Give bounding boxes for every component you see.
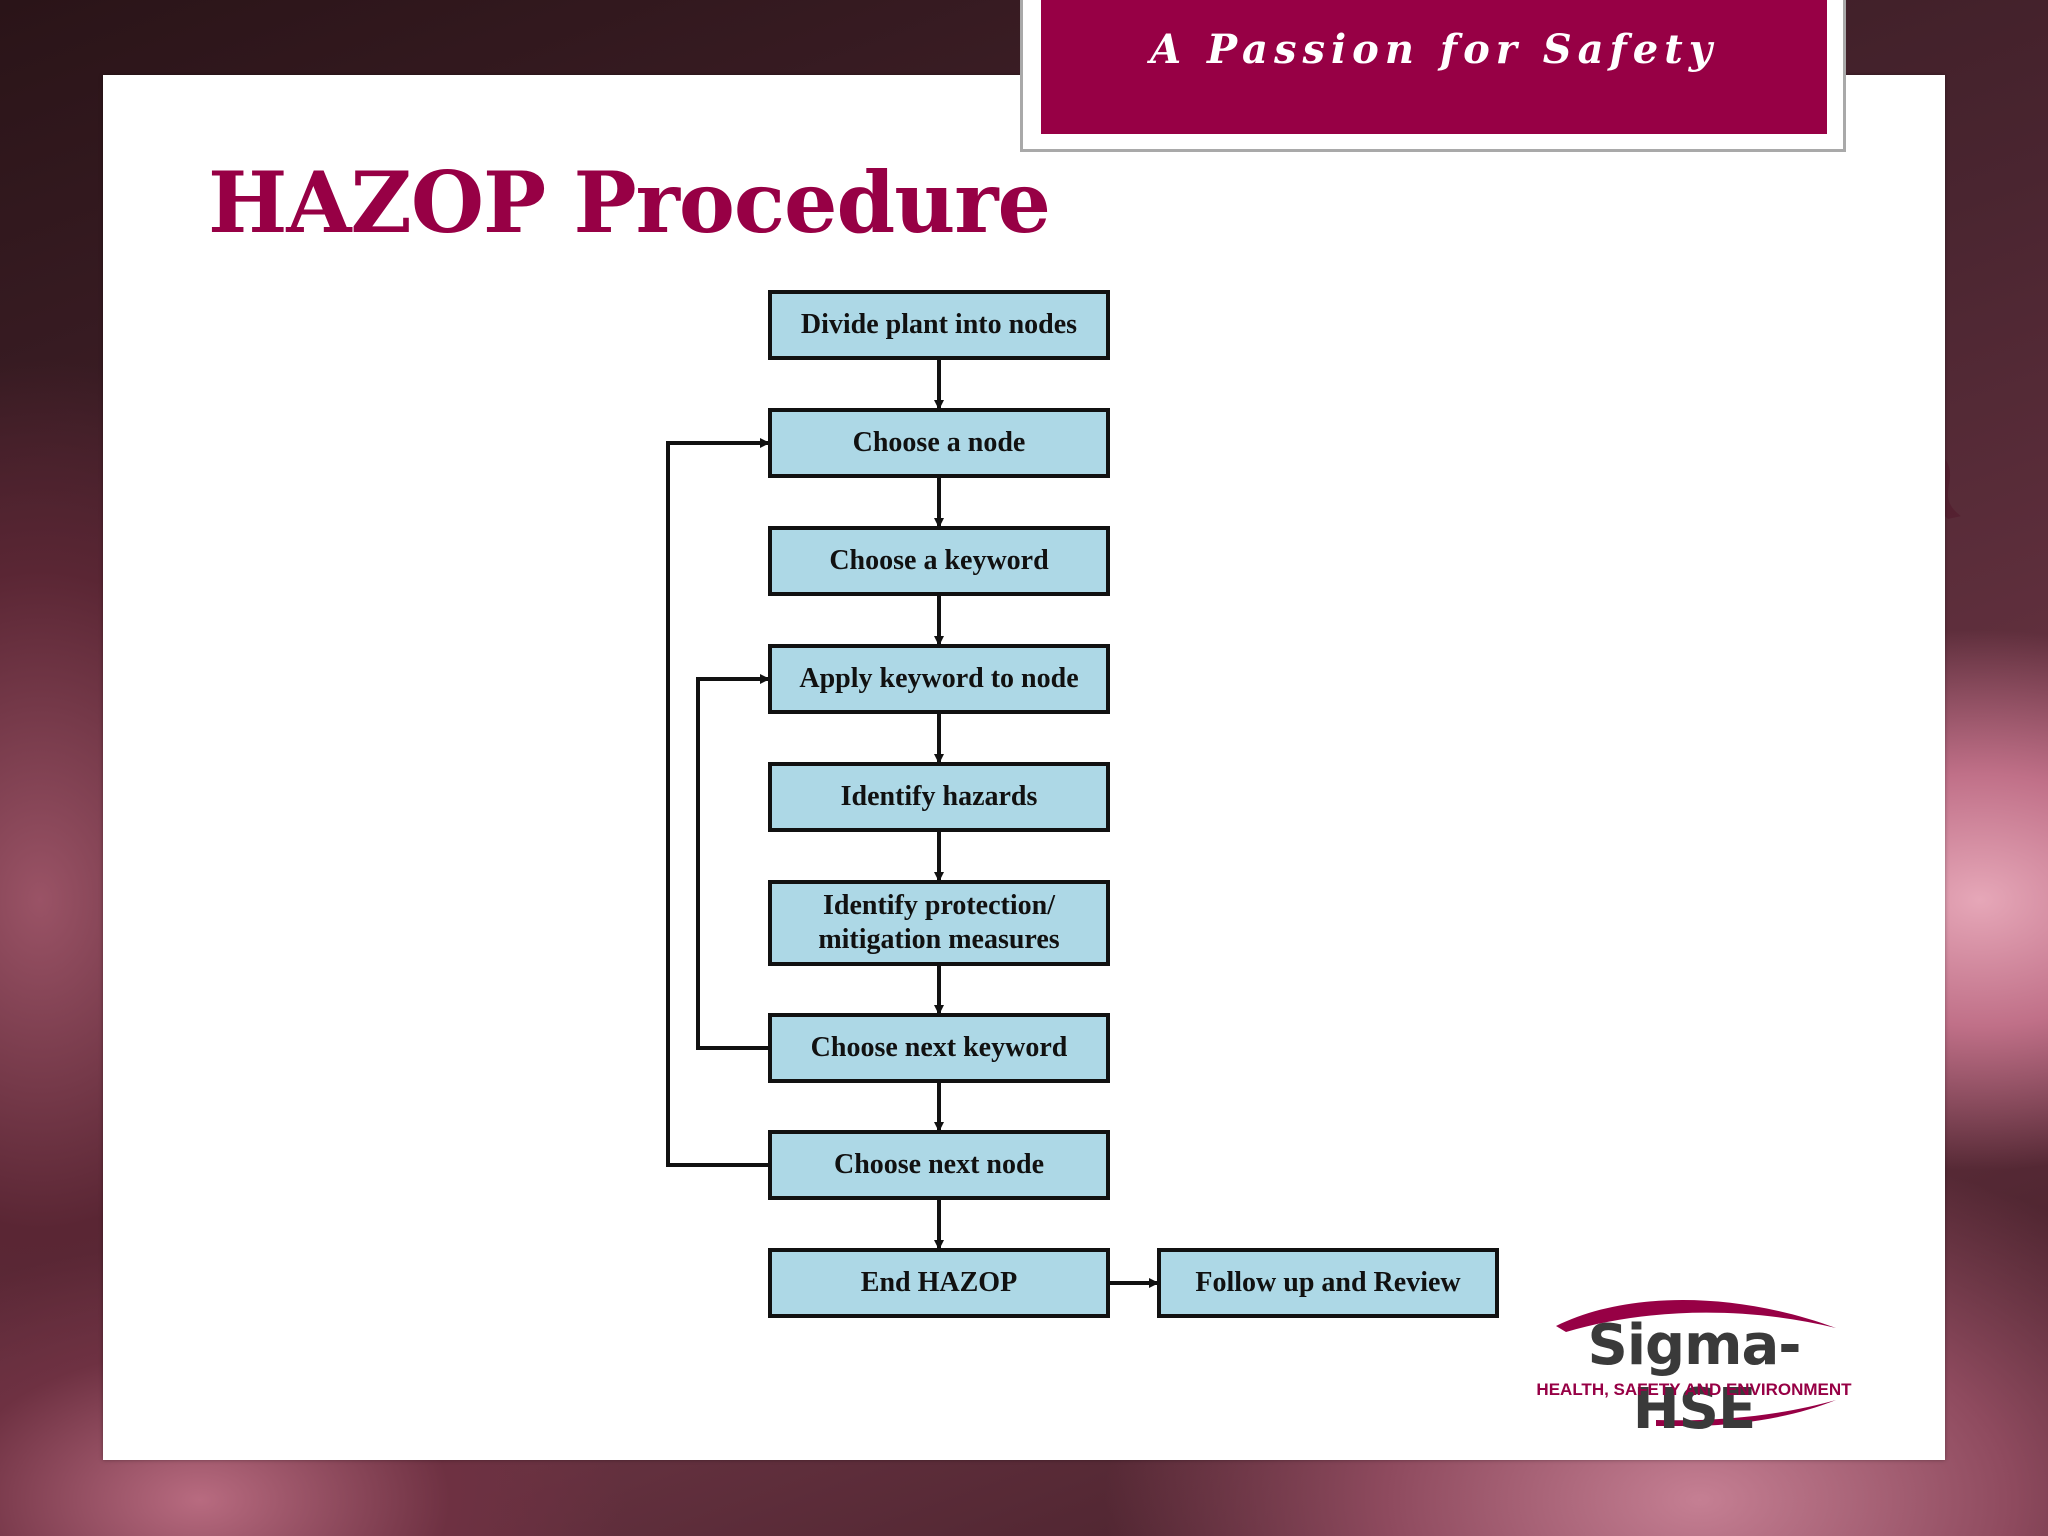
- node-apply-keyword: Apply keyword to node: [768, 644, 1110, 714]
- tagline-banner: A Passion for Safety: [1041, 0, 1827, 134]
- node-choose-next-node: Choose next node: [768, 1130, 1110, 1200]
- sigma-hse-swoosh-icon: [1556, 1299, 1836, 1426]
- slide-title: HAZOP Procedure: [208, 153, 1051, 252]
- node-identify-hazards: Identify hazards: [768, 762, 1110, 832]
- node-follow-up: Follow up and Review: [1157, 1248, 1499, 1318]
- node-divide-plant: Divide plant into nodes: [768, 290, 1110, 360]
- edge-choose-next-keyword-to-apply-keyword: [696, 674, 770, 1050]
- node-choose-next-keyword: Choose next keyword: [768, 1013, 1110, 1083]
- node-choose-keyword: Choose a keyword: [768, 526, 1110, 596]
- node-choose-node: Choose a node: [768, 408, 1110, 478]
- logo-subtitle: HEALTH, SAFETY AND ENVIRONMENT: [1536, 1380, 1852, 1399]
- node-end-hazop: End HAZOP: [768, 1248, 1110, 1318]
- tagline-text: A Passion for Safety: [1150, 26, 1718, 73]
- edge-choose-next-node-to-choose-node: [666, 438, 770, 1167]
- logo-name: Sigma-HSE: [1587, 1313, 1802, 1442]
- node-identify-protection: Identify protection/ mitigation measures: [768, 880, 1110, 966]
